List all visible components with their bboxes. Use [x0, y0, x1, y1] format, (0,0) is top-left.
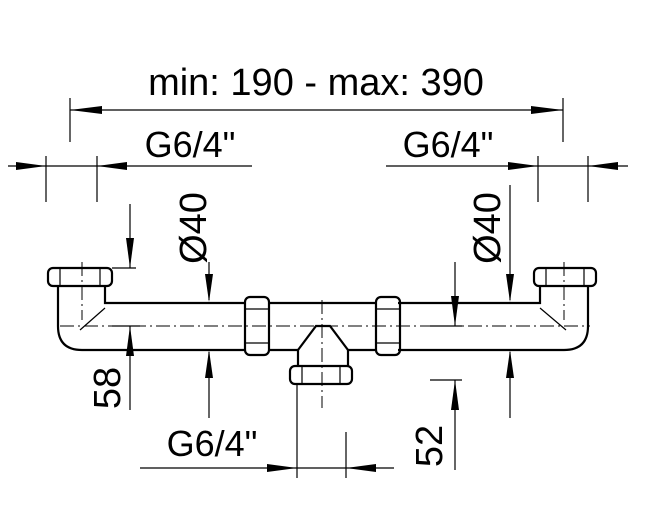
left-height-label: 58 — [87, 367, 129, 409]
right-thread-dimension: G6/4" — [386, 124, 628, 202]
nut-body — [243, 295, 271, 357]
arrowhead — [97, 162, 127, 170]
right-diameter-label: Ø40 — [467, 192, 509, 264]
nut-body — [288, 364, 354, 386]
arrowhead — [451, 296, 459, 326]
arrowhead — [16, 162, 46, 170]
tee-left-nut — [243, 295, 271, 357]
right-inlet-nut — [532, 266, 598, 288]
tee-branch — [297, 324, 349, 351]
right-pipe-inner — [398, 286, 542, 305]
siphon-pipe-assembly — [46, 262, 598, 408]
left-thread-label: G6/4" — [145, 124, 236, 165]
right-height-label: 52 — [409, 425, 451, 467]
right-height-dimension: 52 — [409, 262, 462, 470]
left-pipe-outer — [56, 286, 245, 352]
left-diameter-label: Ø40 — [173, 192, 215, 264]
arrowhead — [126, 326, 134, 356]
left-inlet-nut — [46, 266, 114, 288]
arrowhead — [267, 464, 297, 472]
bottom-thread-label: G6/4" — [167, 423, 258, 464]
arrowhead — [508, 162, 538, 170]
arrowhead — [506, 350, 514, 378]
arrowhead-right — [531, 106, 563, 114]
right-pipe-outer — [398, 286, 590, 352]
arrowhead — [588, 162, 618, 170]
arrowhead — [126, 238, 134, 268]
left-thread-dimension: G6/4" — [8, 124, 252, 202]
tee-outlet — [296, 350, 350, 366]
arrowhead — [205, 350, 213, 378]
right-elbow-edge — [539, 307, 567, 331]
arrowhead — [346, 464, 376, 472]
nut-body — [46, 266, 114, 288]
left-pipe-inner — [103, 286, 245, 305]
bottom-thread-dimension: G6/4" — [140, 385, 394, 478]
left-elbow-edge — [79, 307, 106, 331]
overall-dimension-label: min: 190 - max: 390 — [148, 62, 484, 104]
arrowhead-left — [70, 106, 102, 114]
arrowhead — [451, 380, 459, 410]
overall-dimension: min: 190 - max: 390 — [69, 62, 564, 142]
left-height-dimension: 58 — [87, 204, 140, 410]
arrowhead — [205, 274, 213, 302]
arrowhead — [506, 274, 514, 302]
right-thread-label: G6/4" — [403, 124, 494, 165]
tee-body — [270, 301, 376, 352]
tee-bottom-nut — [288, 364, 354, 386]
nut-body — [532, 266, 598, 288]
